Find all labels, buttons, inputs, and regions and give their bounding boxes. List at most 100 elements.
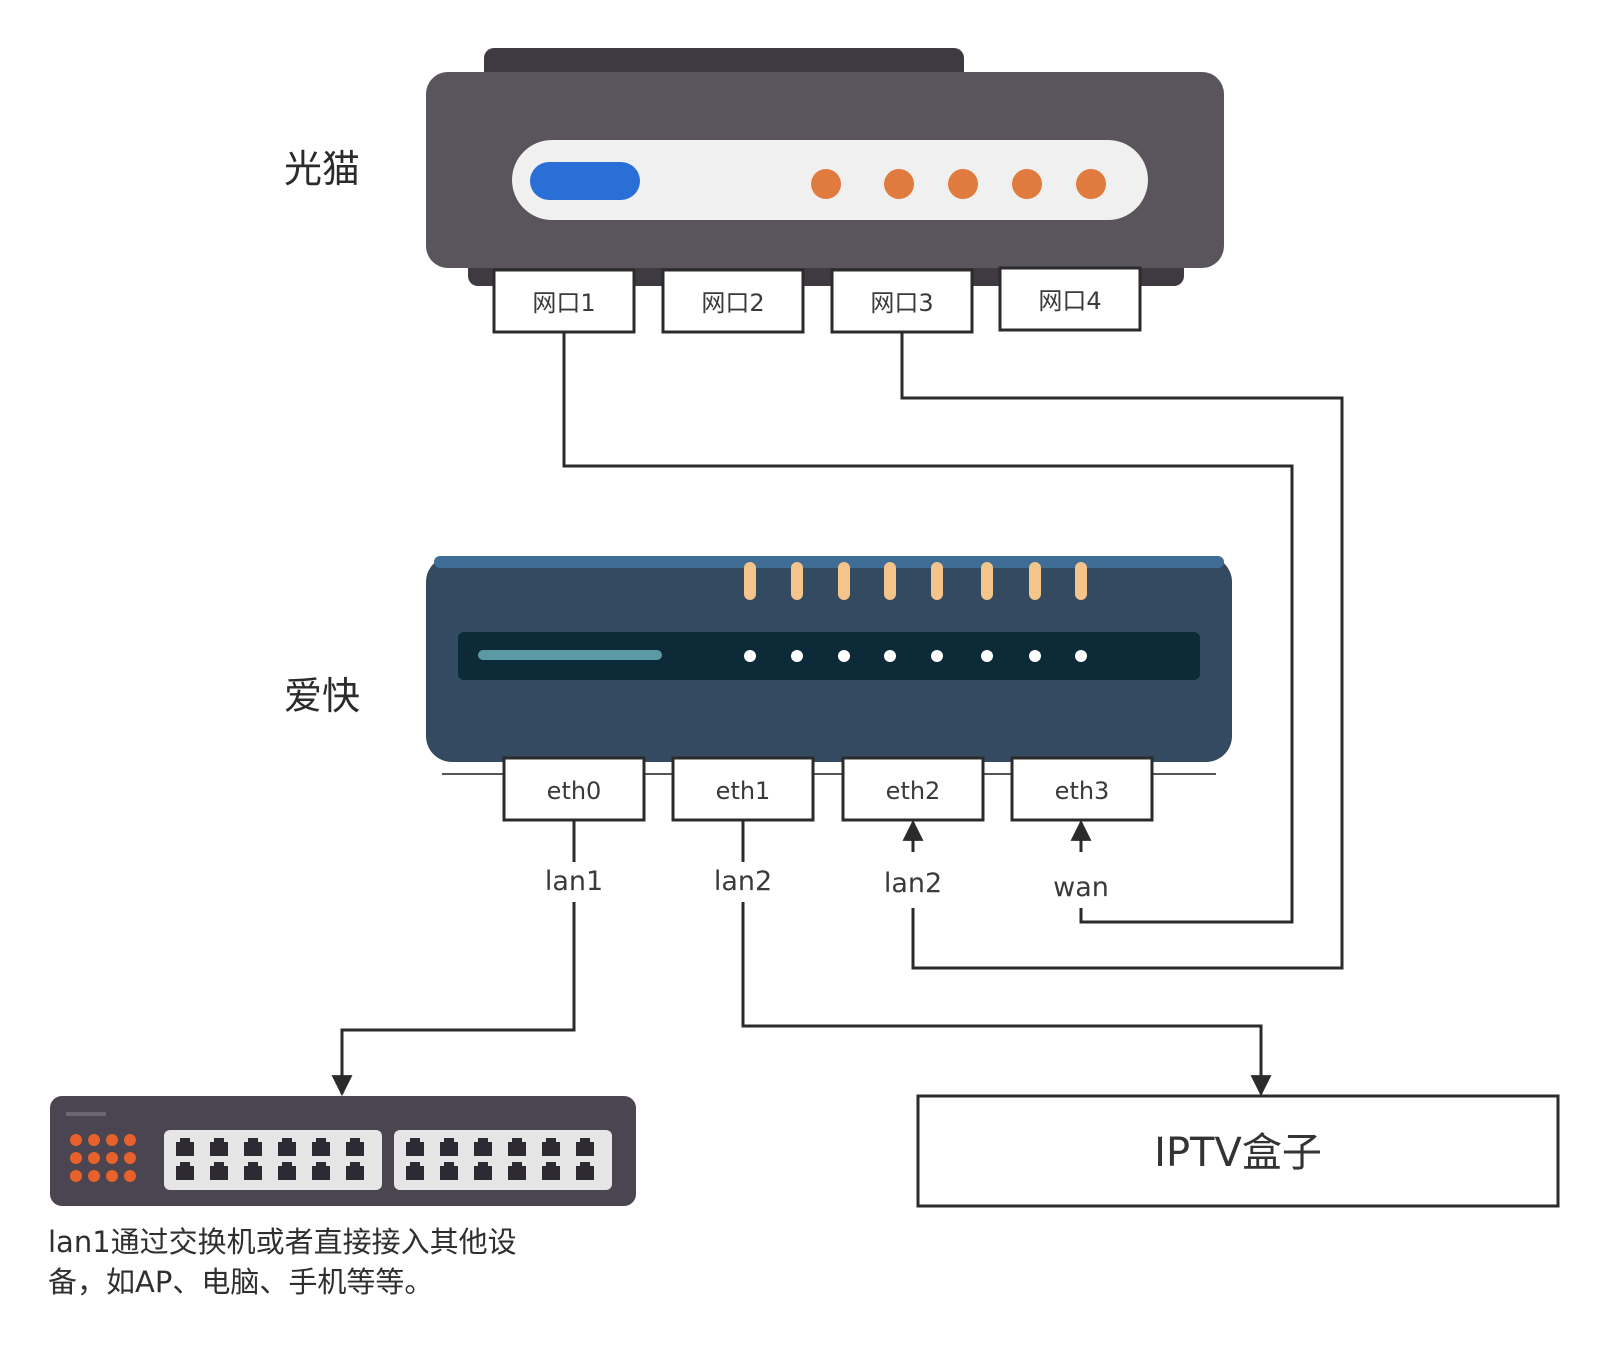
router-led (931, 650, 943, 662)
router-front-panel (458, 632, 1200, 680)
switch-port-panel-left (164, 1130, 382, 1190)
modem-label: 光猫 (284, 147, 360, 191)
router-led (791, 650, 803, 662)
router-led (838, 650, 850, 662)
network-switch (50, 1096, 636, 1206)
modem-port-4: 网口4 (998, 266, 1142, 332)
router-led (884, 650, 896, 662)
modem-port-label: 网口4 (1038, 287, 1101, 315)
wire-eth1-to-iptv (741, 902, 1272, 1097)
switch-slot (66, 1112, 106, 1116)
antenna (791, 562, 803, 600)
modem-led (1076, 169, 1106, 199)
router-port-label: eth1 (716, 777, 771, 805)
switch-port (576, 1138, 594, 1156)
switch-port (346, 1138, 364, 1156)
switch-port (406, 1138, 424, 1156)
switch-led (88, 1170, 100, 1182)
switch-port (244, 1138, 262, 1156)
switch-ports (176, 1138, 594, 1180)
switch-port (278, 1162, 296, 1180)
switch-port (312, 1162, 330, 1180)
modem-port-label: 网口1 (532, 289, 595, 317)
switch-port (576, 1162, 594, 1180)
ikuai-router (426, 556, 1232, 762)
router-antennas (744, 562, 1087, 600)
switch-port (210, 1162, 228, 1180)
eth3-conn-label: wan (1053, 872, 1109, 903)
router-port-eth0: eth0 (502, 756, 646, 822)
lan1-note: lan1通过交换机或者直接接入其他设备，如AP、电脑、手机等等。 (48, 1225, 517, 1299)
switch-led (88, 1152, 100, 1164)
switch-port (440, 1138, 458, 1156)
modem-led (884, 169, 914, 199)
switch-led (70, 1170, 82, 1182)
modem-led (811, 169, 841, 199)
antenna (884, 562, 896, 600)
switch-port (278, 1138, 296, 1156)
switch-port (440, 1162, 458, 1180)
switch-leds (70, 1134, 136, 1182)
switch-led (106, 1152, 118, 1164)
switch-port (474, 1162, 492, 1180)
switch-led (124, 1170, 136, 1182)
switch-led (106, 1134, 118, 1146)
wire-modem1-to-wan (562, 332, 1294, 924)
switch-led (70, 1152, 82, 1164)
router-led (1075, 650, 1087, 662)
switch-port (474, 1138, 492, 1156)
switch-port (176, 1162, 194, 1180)
optical-modem (426, 48, 1224, 286)
switch-port-panel-right (394, 1130, 612, 1190)
switch-port (542, 1138, 560, 1156)
switch-port (508, 1138, 526, 1156)
switch-port (176, 1138, 194, 1156)
antenna (1029, 562, 1041, 600)
router-top-edge (434, 556, 1224, 568)
router-port-label: eth3 (1055, 777, 1110, 805)
modem-indicator (530, 162, 640, 200)
switch-port (406, 1162, 424, 1180)
router-led (1029, 650, 1041, 662)
switch-led (124, 1152, 136, 1164)
switch-led (106, 1170, 118, 1182)
router-status-bar (478, 650, 662, 660)
eth0-conn-label: lan1 (545, 866, 603, 897)
switch-port (244, 1162, 262, 1180)
modem-led (1012, 169, 1042, 199)
switch-port (312, 1138, 330, 1156)
wire-eth0-to-switch (331, 902, 576, 1097)
switch-led (70, 1134, 82, 1146)
router-label: 爱快 (284, 674, 360, 718)
modem-led (948, 169, 978, 199)
iptv-box: IPTV盒子 (916, 1094, 1560, 1208)
wire-modem3-to-eth2 (900, 332, 1344, 970)
antenna (1075, 562, 1087, 600)
antenna (744, 562, 756, 600)
switch-led (124, 1134, 136, 1146)
iptv-label: IPTV盒子 (1154, 1130, 1322, 1176)
router-port-label: eth0 (547, 777, 602, 805)
antenna (838, 562, 850, 600)
router-port-eth1: eth1 (671, 756, 815, 822)
switch-led (88, 1134, 100, 1146)
modem-port-1: 网口1 (492, 268, 636, 334)
modem-port-label: 网口2 (701, 289, 764, 317)
switch-port (542, 1162, 560, 1180)
modem-port-3: 网口3 (830, 268, 974, 334)
router-led (744, 650, 756, 662)
switch-port (346, 1162, 364, 1180)
antenna (981, 562, 993, 600)
router-port-label: eth2 (886, 777, 941, 805)
router-leds (744, 650, 1087, 662)
eth1-conn-label: lan2 (714, 866, 772, 897)
router-port-eth3: eth3 (1010, 756, 1154, 822)
modem-port-label: 网口3 (870, 289, 933, 317)
antenna (931, 562, 943, 600)
eth2-conn-label: lan2 (884, 868, 942, 899)
iptv-box-frame (916, 1094, 1560, 1208)
modem-port-2: 网口2 (661, 268, 805, 334)
router-led (981, 650, 993, 662)
router-port-eth2: eth2 (841, 756, 985, 822)
